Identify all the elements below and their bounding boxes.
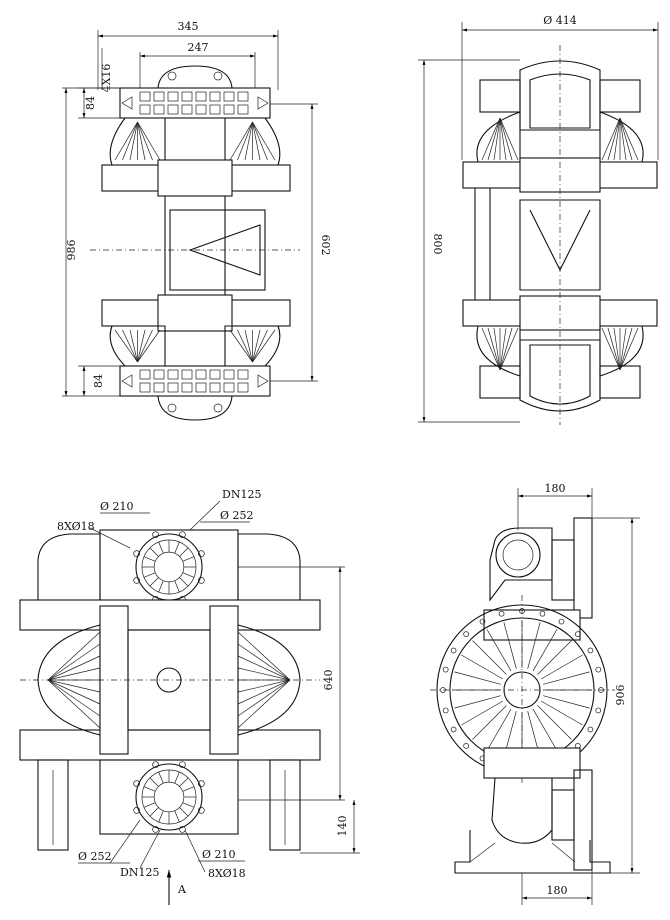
front-upper-manifold-block <box>157 159 233 197</box>
front-lower-manifold-block <box>157 294 233 332</box>
plan-bolt-circle-lower: Ø 210 <box>202 848 236 861</box>
plan-foot-right <box>269 759 301 851</box>
side-diameter: Ø 414 <box>543 14 577 27</box>
side-center-body <box>519 199 601 291</box>
plan-bolts-lower: 8XØ18 <box>208 867 246 880</box>
front-bolt-spec: 4X16 <box>100 64 113 93</box>
plan-right-chamber <box>237 624 301 736</box>
end-base <box>454 830 611 874</box>
plan-port-top <box>133 531 205 603</box>
side-bottom-inlet <box>519 339 601 412</box>
plan-view: 8XØ18 Ø 210 DN125 Ø 252 640 140 Ø 252 DN… <box>19 488 360 905</box>
front-flange-top: 84 <box>84 96 97 110</box>
front-inlet-pipe <box>157 395 233 421</box>
front-height-overall: 986 <box>65 240 78 261</box>
front-height-inner: 602 <box>319 235 332 256</box>
plan-port-lower: DN125 <box>120 866 159 879</box>
plan-port-bottom <box>133 761 205 833</box>
front-bottom-flange <box>119 365 271 397</box>
front-outlet-pipe <box>157 65 233 89</box>
plan-flange-dia-upper: Ø 252 <box>220 509 254 522</box>
end-view: 180 906 180 <box>430 482 640 905</box>
end-bottom-bend <box>491 777 553 844</box>
plan-bend-top-left <box>37 533 101 601</box>
front-top-flange <box>119 87 271 119</box>
plan-bolts-upper: 8XØ18 <box>57 520 95 533</box>
end-bottom-width: 180 <box>547 884 568 897</box>
plan-bolt-circle-upper: Ø 210 <box>100 500 134 513</box>
end-height: 906 <box>614 685 627 706</box>
plan-center-distance: 640 <box>322 670 335 691</box>
front-width-overall: 345 <box>178 20 199 33</box>
plan-view-label: A <box>177 883 187 896</box>
plan-offset: 140 <box>336 816 349 837</box>
front-top-flange-slots <box>121 91 269 115</box>
side-view: Ø 414 800 <box>418 14 659 425</box>
end-top-width: 180 <box>545 482 566 495</box>
side-right-flange-top <box>599 79 641 113</box>
front-flange-bottom: 84 <box>92 374 105 388</box>
front-view: 345 247 4X16 84 986 84 602 <box>62 20 332 421</box>
front-width-inner: 247 <box>188 41 209 54</box>
side-left-flange-bottom <box>479 365 521 399</box>
end-top-flange <box>573 517 593 619</box>
plan-flange-dia-lower: Ø 252 <box>78 850 112 863</box>
plan-lower-manifold <box>19 729 321 761</box>
side-height: 800 <box>431 234 444 255</box>
end-lower-manifold <box>483 747 581 779</box>
plan-upper-manifold <box>19 599 321 631</box>
plan-foot-left <box>37 759 69 851</box>
plan-port-upper: DN125 <box>222 488 261 501</box>
side-left-flange-top <box>479 79 521 113</box>
end-bottom-flange <box>573 769 593 871</box>
end-top-bend <box>489 527 553 602</box>
side-right-flange-bottom <box>599 365 641 399</box>
end-upper-manifold <box>483 609 581 641</box>
